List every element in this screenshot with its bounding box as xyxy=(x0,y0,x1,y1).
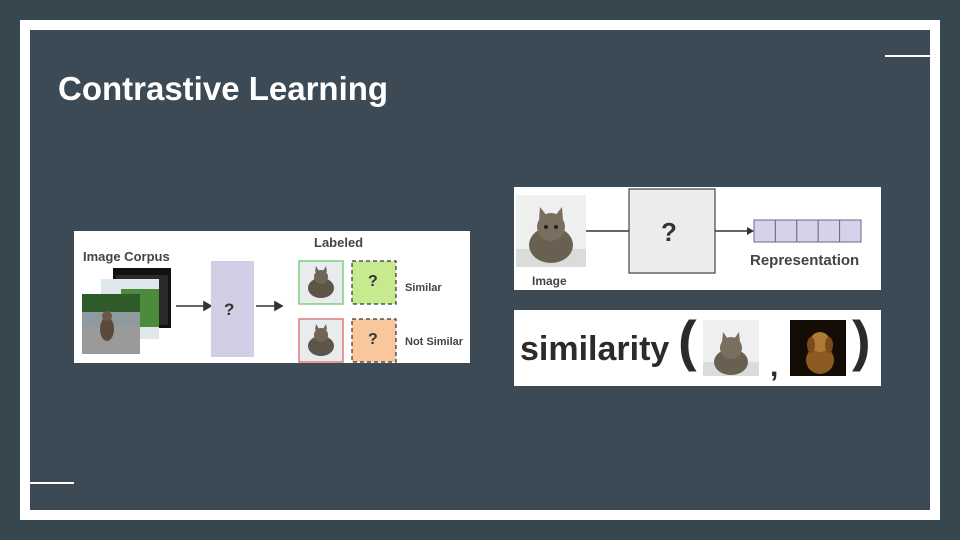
similar-label: Similar xyxy=(405,282,442,294)
open-parenthesis: ( xyxy=(678,310,697,372)
arrow-right-icon xyxy=(176,300,284,312)
representation-diagram-graphic xyxy=(516,188,862,274)
representation-diagram-panel: ? Image Representation xyxy=(514,187,881,290)
corpus-diagram-panel: Image Corpus Labeled xyxy=(74,231,470,363)
similar-cat-photo xyxy=(298,260,344,305)
cat-photo xyxy=(516,195,586,267)
not-similar-cat-photo xyxy=(298,318,344,363)
bottom-accent-line xyxy=(30,482,74,484)
not-similar-question-mark: ? xyxy=(368,331,378,348)
slide-frame xyxy=(20,20,940,520)
dog-photo xyxy=(790,320,846,376)
top-accent-line xyxy=(885,55,931,57)
similarity-function-name: similarity xyxy=(520,330,670,368)
not-similar-query-box xyxy=(351,318,397,363)
model-box xyxy=(628,188,716,274)
cat-photo xyxy=(703,320,759,376)
slide-title: Contrastive Learning xyxy=(58,70,389,107)
model-question-mark: ? xyxy=(224,300,235,319)
not-similar-label: Not Similar xyxy=(405,336,464,348)
similar-question-mark: ? xyxy=(368,273,378,290)
similar-query-box xyxy=(351,260,397,305)
labeled-label: Labeled xyxy=(314,235,364,250)
image-corpus-label: Image Corpus xyxy=(83,249,170,264)
arrow-right-icon xyxy=(715,227,754,235)
image-label: Image xyxy=(532,274,567,288)
corpus-diagram-graphic xyxy=(82,260,397,363)
model-box xyxy=(211,261,254,357)
comma: , xyxy=(770,350,779,383)
representation-label: Representation xyxy=(750,252,860,269)
corpus-image-stack xyxy=(82,268,171,354)
representation-model-question-mark: ? xyxy=(661,217,677,247)
representation-vector xyxy=(753,219,862,243)
close-parenthesis: ) xyxy=(852,310,871,372)
similarity-function-panel: similarity ( , ) xyxy=(514,310,881,386)
